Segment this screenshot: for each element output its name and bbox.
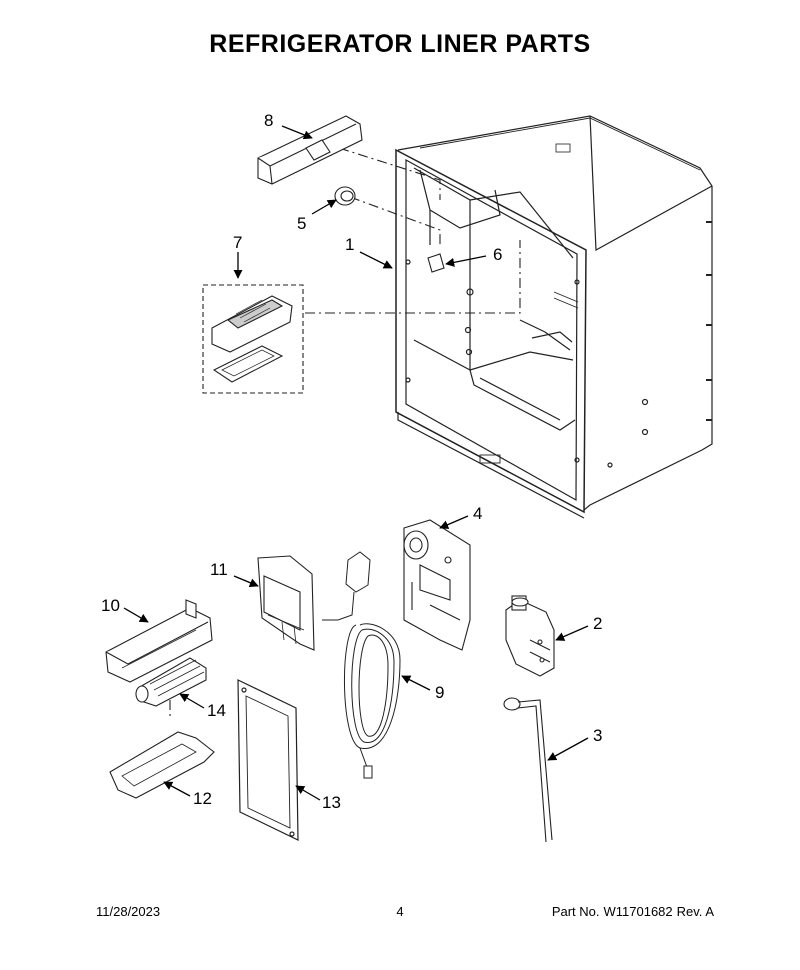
callout-14: 14	[207, 701, 226, 720]
callout-3: 3	[593, 726, 602, 745]
part-11-drawing	[257, 555, 315, 651]
part-13-drawing	[237, 679, 299, 841]
callout-10: 10	[101, 596, 120, 615]
part-9-drawing	[322, 551, 401, 779]
callout-8: 8	[264, 111, 273, 130]
part-prefix: Part No.	[551, 904, 600, 919]
callout-7: 7	[233, 233, 242, 252]
page-title: REFRIGERATOR LINER PARTS	[209, 30, 591, 58]
part-5-drawing	[334, 186, 356, 206]
footer-page-number: 4	[396, 904, 404, 919]
callout-13: 13	[322, 793, 341, 812]
part-10-drawing	[105, 599, 213, 683]
callout-arrows	[123, 125, 589, 801]
part-14-drawing	[135, 657, 207, 707]
part-12-drawing	[109, 731, 215, 799]
part-4-drawing	[403, 519, 471, 651]
callout-5: 5	[297, 214, 306, 233]
callout-11: 11	[210, 560, 228, 579]
part-number: W11701682	[603, 904, 673, 919]
part-8-drawing	[257, 115, 363, 185]
part-7-drawing	[202, 284, 304, 394]
part-3-drawing	[503, 697, 553, 843]
part-2-drawing	[505, 595, 555, 677]
footer-date: 11/28/2023	[96, 904, 161, 919]
part-6-drawing	[427, 253, 445, 273]
callout-6: 6	[493, 245, 502, 264]
revision: Rev. A	[676, 904, 714, 919]
callout-12: 12	[193, 789, 212, 808]
callout-9: 9	[435, 683, 444, 702]
callout-4: 4	[473, 504, 482, 523]
liner-drawing	[395, 115, 713, 519]
leader-lines	[169, 141, 521, 720]
callout-1: 1	[345, 235, 354, 254]
callout-2: 2	[593, 614, 602, 633]
